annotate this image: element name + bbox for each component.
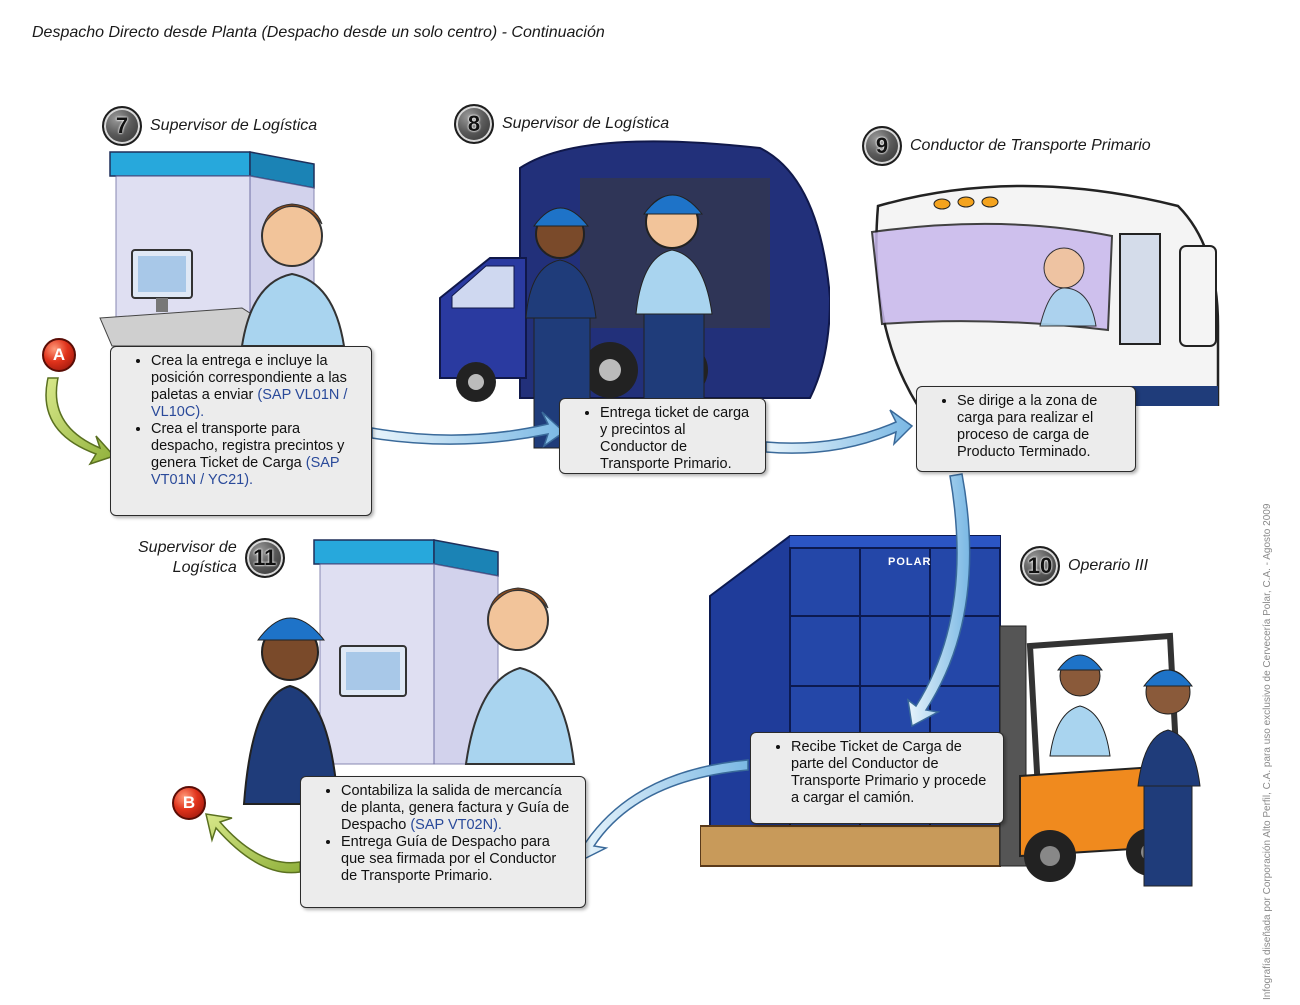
step-7-description: Crea la entrega e incluye la posición co… <box>110 346 372 516</box>
credits-note: Infografía diseñada por Corporación Alto… <box>1262 503 1273 1000</box>
step-10-item-1: Recibe Ticket de Carga de parte del Cond… <box>791 739 993 807</box>
step-9-role: Conductor de Transporte Primario <box>910 137 1151 154</box>
step-8-number: 8 <box>454 104 494 144</box>
sap-transaction: (SAP VT01N / YC21). <box>151 455 340 488</box>
step-7-item-2: Crea el transporte para despacho, regist… <box>151 421 361 489</box>
scene-supervisor-booth-1 <box>99 151 346 347</box>
sap-transaction: (SAP VT02N). <box>410 817 502 833</box>
marker-b: B <box>172 786 206 820</box>
step-7-item-1: Crea la entrega e incluye la posición co… <box>151 353 361 421</box>
arrow-9-to-10 <box>906 473 971 728</box>
step-9-description: Se dirige a la zona de carga para realiz… <box>916 386 1136 472</box>
arrow-8-to-9 <box>765 409 914 454</box>
step-7-label: 7 Supervisor de Logística <box>102 106 317 146</box>
step-9-number: 9 <box>862 126 902 166</box>
step-10-description: Recibe Ticket de Carga de parte del Cond… <box>750 732 1004 824</box>
step-8-description: Entrega ticket de carga y precintos al C… <box>559 398 766 474</box>
marker-a: A <box>42 338 76 372</box>
arrow-7-to-8 <box>371 411 566 448</box>
step-11-description: Contabiliza la salida de mercancía de pl… <box>300 776 586 908</box>
sap-transaction: (SAP VL01N / VL10C). <box>151 387 348 420</box>
step-11-number: 11 <box>244 538 285 578</box>
step-9-item-1: Se dirige a la zona de carga para realiz… <box>957 393 1125 461</box>
step-10-number: 10 <box>1020 546 1060 586</box>
step-8-role: Supervisor de Logística <box>502 115 670 132</box>
step-9-label: 9 Conductor de Transporte Primario <box>862 126 1151 166</box>
step-11-role: Supervisor de Logística <box>138 539 237 576</box>
step-10-label: 10 Operario III <box>1020 546 1148 586</box>
step-11-item-1: Contabiliza la salida de mercancía de pl… <box>341 783 575 834</box>
step-10-role: Operario III <box>1068 557 1149 574</box>
step-7-role: Supervisor de Logística <box>150 117 318 134</box>
page-title: Despacho Directo desde Planta (Despacho … <box>32 24 605 41</box>
step-7-number: 7 <box>102 106 142 146</box>
marker-b-arrow <box>205 813 301 874</box>
scene-supervisor-booth-2 <box>242 539 576 805</box>
step-11-label: Supervisor de Logística 11 <box>138 538 285 578</box>
marker-a-arrow <box>45 377 116 466</box>
step-8-label: 8 Supervisor de Logística <box>454 104 669 144</box>
step-8-item-1: Entrega ticket de carga y precintos al C… <box>600 405 755 473</box>
step-11-item-2: Entrega Guía de Despacho para que sea fi… <box>341 834 575 885</box>
arrow-10-to-11 <box>579 759 749 862</box>
crate-brand-label: POLAR <box>888 556 932 568</box>
